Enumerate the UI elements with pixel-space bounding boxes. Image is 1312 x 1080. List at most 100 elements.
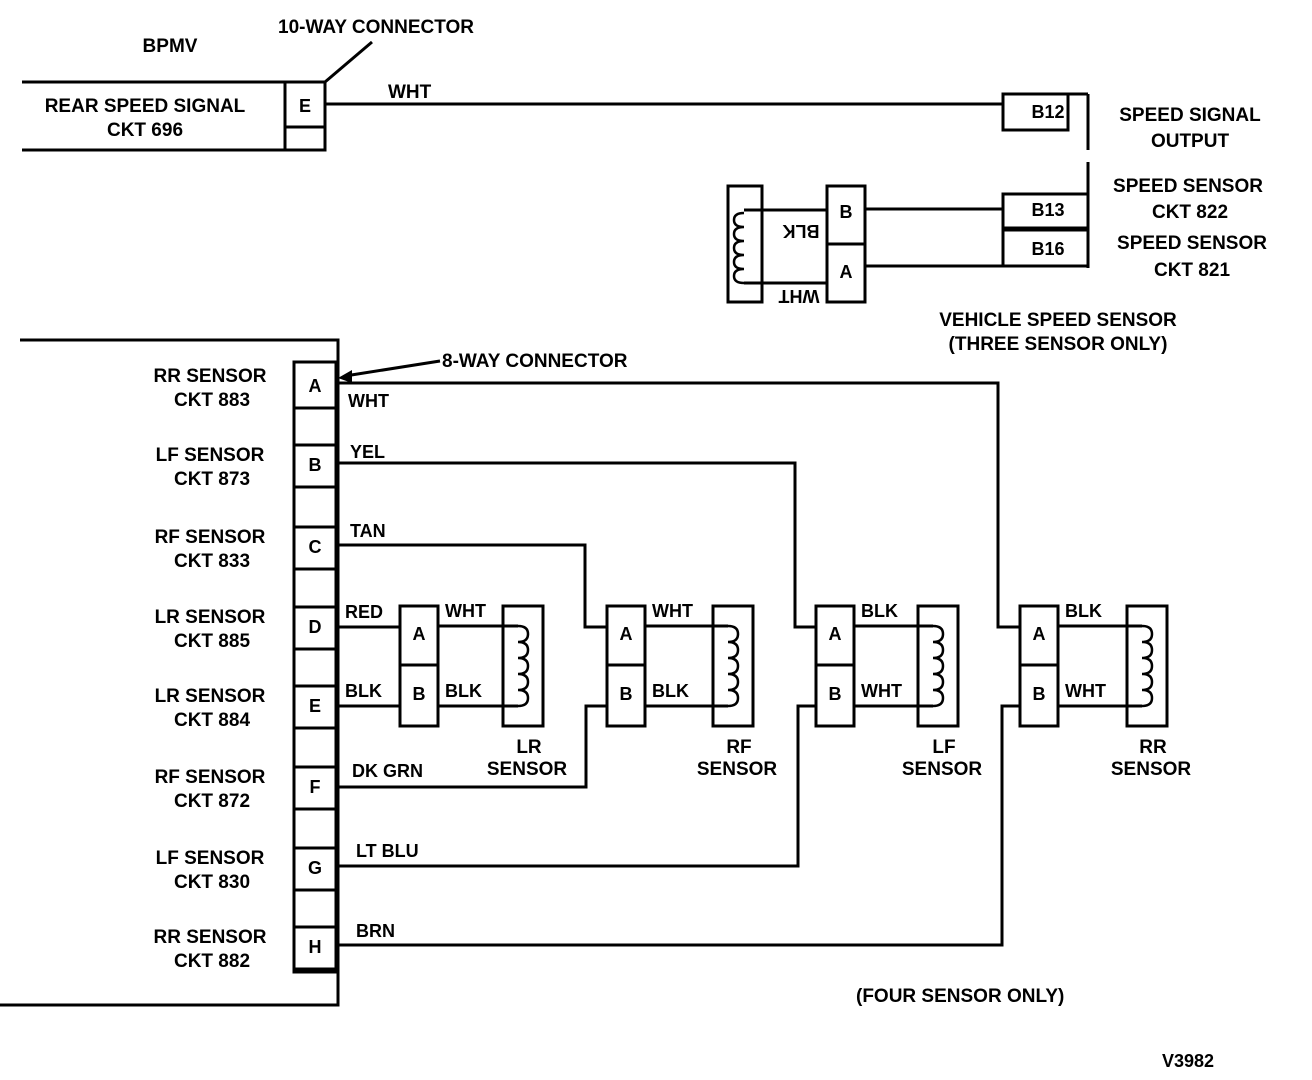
sensor-pin-b: B: [1033, 684, 1046, 704]
vss-caption-line2: (THREE SENSOR ONLY): [949, 334, 1168, 355]
pin-label: A: [309, 376, 322, 396]
vss-sensor-body: [726, 184, 764, 304]
sensor-pin-b: B: [620, 684, 633, 704]
sensor-wire-b-label: WHT: [861, 681, 902, 701]
sensor-name: RF: [726, 737, 751, 758]
sensor-pin-b: B: [829, 684, 842, 704]
sensor-wire-a-label: WHT: [652, 601, 693, 621]
wire-yel-lf-a: [338, 461, 816, 629]
sensor-pin-b: B: [413, 684, 426, 704]
sensor-pin-a: A: [829, 624, 842, 644]
sensor-name-suffix: SENSOR: [487, 759, 568, 780]
pin-label: H: [309, 937, 322, 957]
sensor-body: [711, 604, 755, 728]
vss-pin-b13: B13: [1001, 192, 1090, 230]
coil-icon: [1141, 624, 1154, 708]
speed-sensor-822-line2: CKT 822: [1152, 202, 1228, 223]
sensor-name: LF: [932, 737, 955, 758]
sensor-body: [916, 604, 960, 728]
ebcm-module-outline: [0, 338, 340, 1007]
pin-label: E: [309, 696, 321, 716]
circuit-name: LR SENSOR: [155, 607, 266, 628]
coil-icon: [727, 624, 740, 708]
vss-wire-label-wht: WHT: [779, 286, 820, 306]
wire-color-label: LT BLU: [356, 841, 419, 861]
circuit-number: CKT 882: [174, 951, 250, 972]
circuit-number: CKT 885: [174, 631, 250, 652]
coil-icon: [517, 624, 530, 708]
speed-signal-output-line1: SPEED SIGNAL: [1119, 105, 1261, 126]
pin-b: B LF SENSOR CKT 873: [156, 443, 336, 490]
pin-label: B: [309, 455, 322, 475]
sensor-pin-a: A: [1033, 624, 1046, 644]
pin-f: F RF SENSOR CKT 872: [155, 765, 336, 812]
vss-wire-label-blk: BLK: [783, 221, 820, 241]
circuit-number: CKT 830: [174, 872, 250, 893]
wire-color-label: TAN: [350, 521, 386, 541]
rear-speed-signal-label: REAR SPEED SIGNAL: [45, 96, 246, 117]
circuit-name: RR SENSOR: [154, 366, 267, 387]
pin-a: A RR SENSOR CKT 883: [154, 366, 336, 411]
wires-8way: [338, 381, 1020, 947]
vss-pin-b12: B12: [1001, 92, 1070, 132]
sensor-name-suffix: SENSOR: [902, 759, 983, 780]
vss-caption-line1: VEHICLE SPEED SENSOR: [939, 310, 1177, 331]
pin-label: D: [309, 617, 322, 637]
circuit-number: CKT 883: [174, 390, 250, 411]
sensor-body: [501, 604, 545, 728]
sensor-name-suffix: SENSOR: [697, 759, 778, 780]
wire-ltblu-lf-b: [338, 704, 816, 868]
circuit-name: RR SENSOR: [154, 927, 267, 948]
wire-color-label: BRN: [356, 921, 395, 941]
pin-b13-label: B13: [1031, 200, 1064, 220]
vss-pin-a-label: A: [840, 262, 853, 282]
connector-10way-leader: [324, 40, 373, 84]
sensor-wire-a-label: BLK: [1065, 601, 1102, 621]
sensor-wire-b-label: BLK: [652, 681, 689, 701]
sensor-wire-b-label: BLK: [445, 681, 482, 701]
wire-wht-rr-a: [338, 381, 1020, 629]
connector-8way-label: 8-WAY CONNECTOR: [442, 351, 628, 372]
circuit-number: CKT 833: [174, 551, 250, 572]
speed-signal-output-line2: OUTPUT: [1151, 131, 1230, 152]
coil-icon: [932, 624, 945, 708]
vss-pin-b-label: B: [840, 202, 853, 222]
sensor-wire-b-label: WHT: [1065, 681, 1106, 701]
wire-tan-rf-a: [338, 543, 607, 629]
pin-b16-label: B16: [1031, 239, 1064, 259]
pin-label: G: [308, 858, 322, 878]
connector-10way-label: 10-WAY CONNECTOR: [278, 17, 474, 38]
wheel-sensors: ABWHTBLKLRSENSORABWHTBLKRFSENSORABBLKWHT…: [398, 601, 1191, 780]
circuit-number: CKT 872: [174, 791, 250, 812]
circuit-name: RF SENSOR: [155, 767, 266, 788]
pin-d: D LR SENSOR CKT 885: [155, 605, 336, 652]
pin-e-label: E: [299, 96, 311, 116]
connector-10way: E: [283, 80, 327, 152]
vss-sensor: B A BLK WHT: [726, 184, 867, 306]
pin-label: F: [310, 777, 321, 797]
wire-label-wht-top: WHT: [388, 82, 432, 103]
wire-color-label: DK GRN: [352, 761, 423, 781]
circuit-number: CKT 884: [174, 710, 250, 731]
circuit-name: LF SENSOR: [156, 445, 265, 466]
sensor-name: LR: [516, 737, 542, 758]
speed-sensor-821-line1: SPEED SENSOR: [1117, 233, 1267, 254]
circuit-name: LF SENSOR: [156, 848, 265, 869]
pin-h: H RR SENSOR CKT 882: [154, 925, 336, 972]
wire-color-label: YEL: [350, 442, 385, 462]
speed-sensor-822-line1: SPEED SENSOR: [1113, 176, 1263, 197]
bpmv-title: BPMV: [143, 36, 198, 57]
wire-color-label: RED: [345, 602, 383, 622]
circuit-number: CKT 873: [174, 469, 250, 490]
wire-brn-rr-b: [338, 704, 1020, 947]
sensor-pin-a: A: [413, 624, 426, 644]
connector-8way-body: [292, 360, 338, 974]
sensor-wire-a-label: WHT: [445, 601, 486, 621]
